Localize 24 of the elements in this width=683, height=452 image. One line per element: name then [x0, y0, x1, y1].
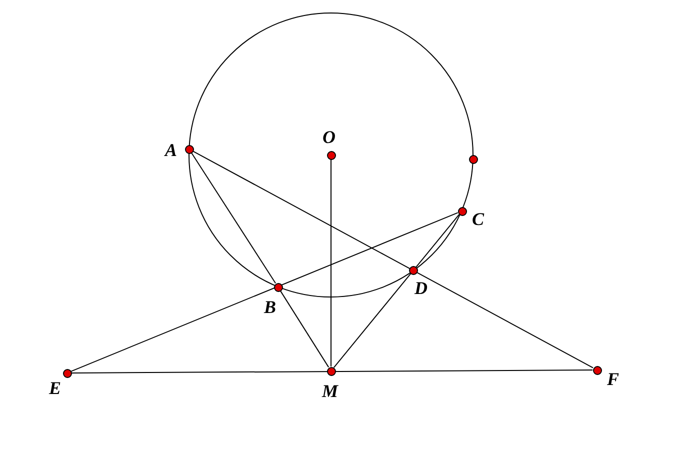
point-marker: [62, 368, 72, 378]
point-marker: [468, 154, 478, 164]
point-marker: [184, 144, 194, 154]
line-segment: [70, 212, 458, 372]
point-label: A: [165, 141, 177, 159]
point-marker: [408, 266, 418, 274]
line-segment: [190, 152, 276, 284]
line-segment: [333, 214, 460, 368]
line-segment: [330, 159, 332, 367]
point-marker: [274, 282, 282, 292]
point-marker: [458, 206, 466, 216]
point-marker: [326, 150, 336, 160]
point-label: D: [414, 279, 428, 297]
line-segment: [192, 150, 594, 368]
point-marker: [592, 366, 602, 374]
point-label: B: [264, 298, 276, 316]
point-label: M: [322, 382, 338, 400]
point-label: E: [49, 379, 61, 397]
point-label: O: [322, 128, 336, 146]
line-segment: [71, 370, 593, 374]
line-segment: [280, 290, 330, 368]
point-marker: [326, 366, 336, 376]
point-label: F: [607, 370, 619, 388]
point-label: C: [472, 210, 484, 228]
